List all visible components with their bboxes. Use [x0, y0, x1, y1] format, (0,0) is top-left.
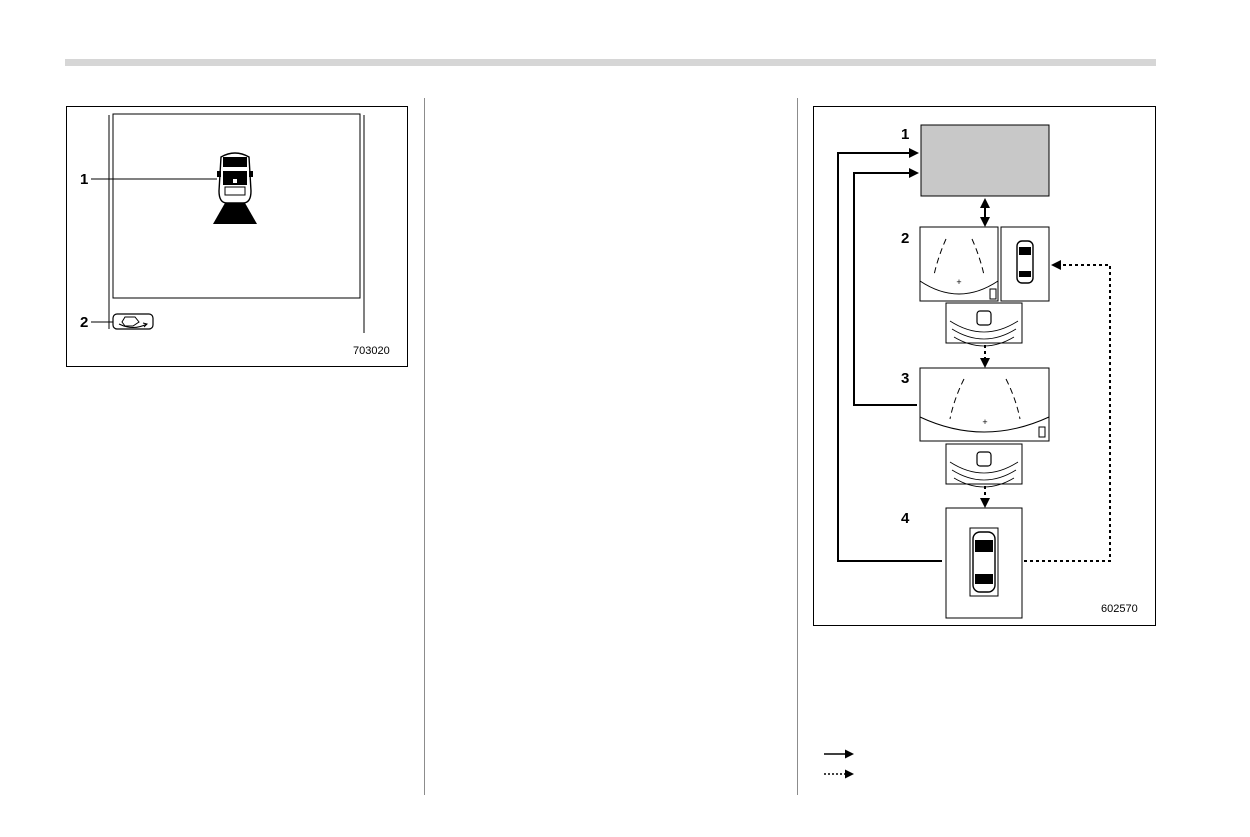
figure-code: 602570	[1101, 603, 1138, 615]
car-top-view-icon	[945, 507, 1023, 619]
wide-camera-view: +	[919, 367, 1050, 442]
svg-text:+: +	[956, 277, 961, 287]
arrow-loop-outer	[837, 148, 942, 562]
camera-range-icon-2	[945, 443, 1023, 488]
camera-range-icon	[945, 302, 1023, 347]
front-camera-view: +	[919, 226, 999, 302]
callout-4: 4	[901, 510, 910, 527]
header-rule	[65, 59, 1156, 66]
road-area	[213, 203, 257, 224]
column-divider-left	[424, 98, 425, 795]
callout-2: 2	[901, 230, 910, 247]
column-divider-right	[797, 98, 798, 795]
gray-screen	[920, 124, 1050, 197]
callout-2: 2	[80, 314, 89, 331]
figure-camera-display: 1 2 703020	[66, 106, 408, 367]
figure-code: 703020	[353, 345, 390, 357]
svg-text:+: +	[982, 417, 987, 427]
arrow-loop-inner	[853, 168, 919, 406]
figure-right-drawing: + +	[837, 124, 1111, 619]
callout-1: 1	[901, 126, 910, 143]
callout-3: 3	[901, 370, 910, 387]
figure-left-drawing	[91, 113, 365, 333]
top-view-car-icon	[1000, 226, 1050, 302]
arrow-dotted-return	[1024, 260, 1111, 562]
figure-view-sequence: + +	[813, 106, 1156, 626]
callout-1: 1	[80, 171, 89, 188]
camera-switch-icon	[112, 313, 154, 330]
legend-arrows	[824, 749, 854, 779]
vehicle-rear-view-icon	[217, 152, 253, 204]
